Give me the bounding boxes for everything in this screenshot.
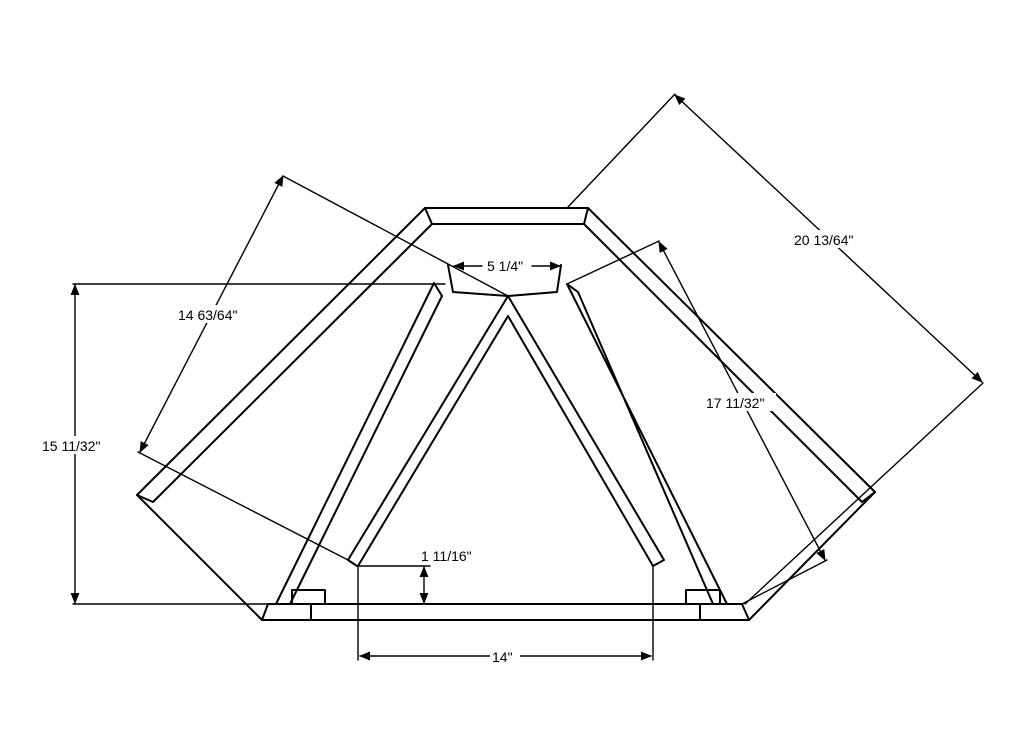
extension-lines xyxy=(72,93,984,661)
left-lower-wall xyxy=(136,494,263,621)
dim-label-right-inner-edge: 17 11/32" xyxy=(706,395,764,411)
center-divider-outer xyxy=(347,295,665,567)
left-foot-block xyxy=(291,589,326,605)
left-outer-wall xyxy=(136,207,433,503)
dim-label-overall-height: 15 11/32" xyxy=(42,438,100,454)
right-outer-wall xyxy=(583,207,876,503)
right-foot-block xyxy=(685,589,721,605)
dimension-arrows xyxy=(70,94,983,661)
dim-label-top-opening: 5 1/4" xyxy=(487,258,523,274)
dim-label-bottom-width: 14" xyxy=(492,649,513,665)
label-backgrounds xyxy=(40,230,866,665)
dim-label-bottom-clearance: 1 11/16" xyxy=(421,548,472,564)
top-panel xyxy=(424,207,589,225)
dim-label-right-outer-edge: 20 13/64" xyxy=(794,232,853,248)
left-inner-panel xyxy=(275,282,443,605)
dim-label-left-outer-edge: 14 63/64" xyxy=(178,307,237,323)
center-divider-inner xyxy=(357,315,654,567)
right-lower-wall xyxy=(748,491,876,621)
opening-throat xyxy=(447,264,562,297)
base-board xyxy=(261,603,750,621)
cabinet-outline xyxy=(136,207,876,621)
